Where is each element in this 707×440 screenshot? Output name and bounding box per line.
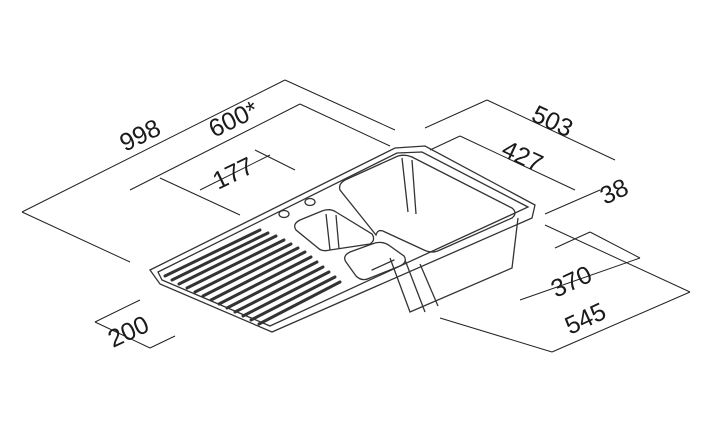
dimension-427: 427 — [497, 135, 547, 178]
main-bowl — [338, 154, 516, 253]
dimension-200: 200 — [104, 310, 154, 353]
dimension-600: 600* — [204, 96, 263, 144]
tap-hole — [304, 197, 316, 207]
dimension-503: 503 — [527, 100, 577, 143]
dimension-370: 370 — [547, 260, 597, 303]
tap-hole — [278, 209, 290, 219]
dimension-177: 177 — [208, 152, 258, 195]
dimension-38: 38 — [596, 173, 633, 210]
waste-cover — [344, 241, 406, 281]
sink — [149, 145, 536, 333]
dimension-545: 545 — [561, 297, 611, 340]
small-bowl — [294, 209, 375, 252]
drainboard-grooves — [163, 228, 342, 326]
dimension-998: 998 — [115, 114, 165, 157]
sink-outline — [149, 145, 536, 333]
bowl-body — [389, 217, 519, 313]
dimension-lines — [21, 79, 691, 353]
